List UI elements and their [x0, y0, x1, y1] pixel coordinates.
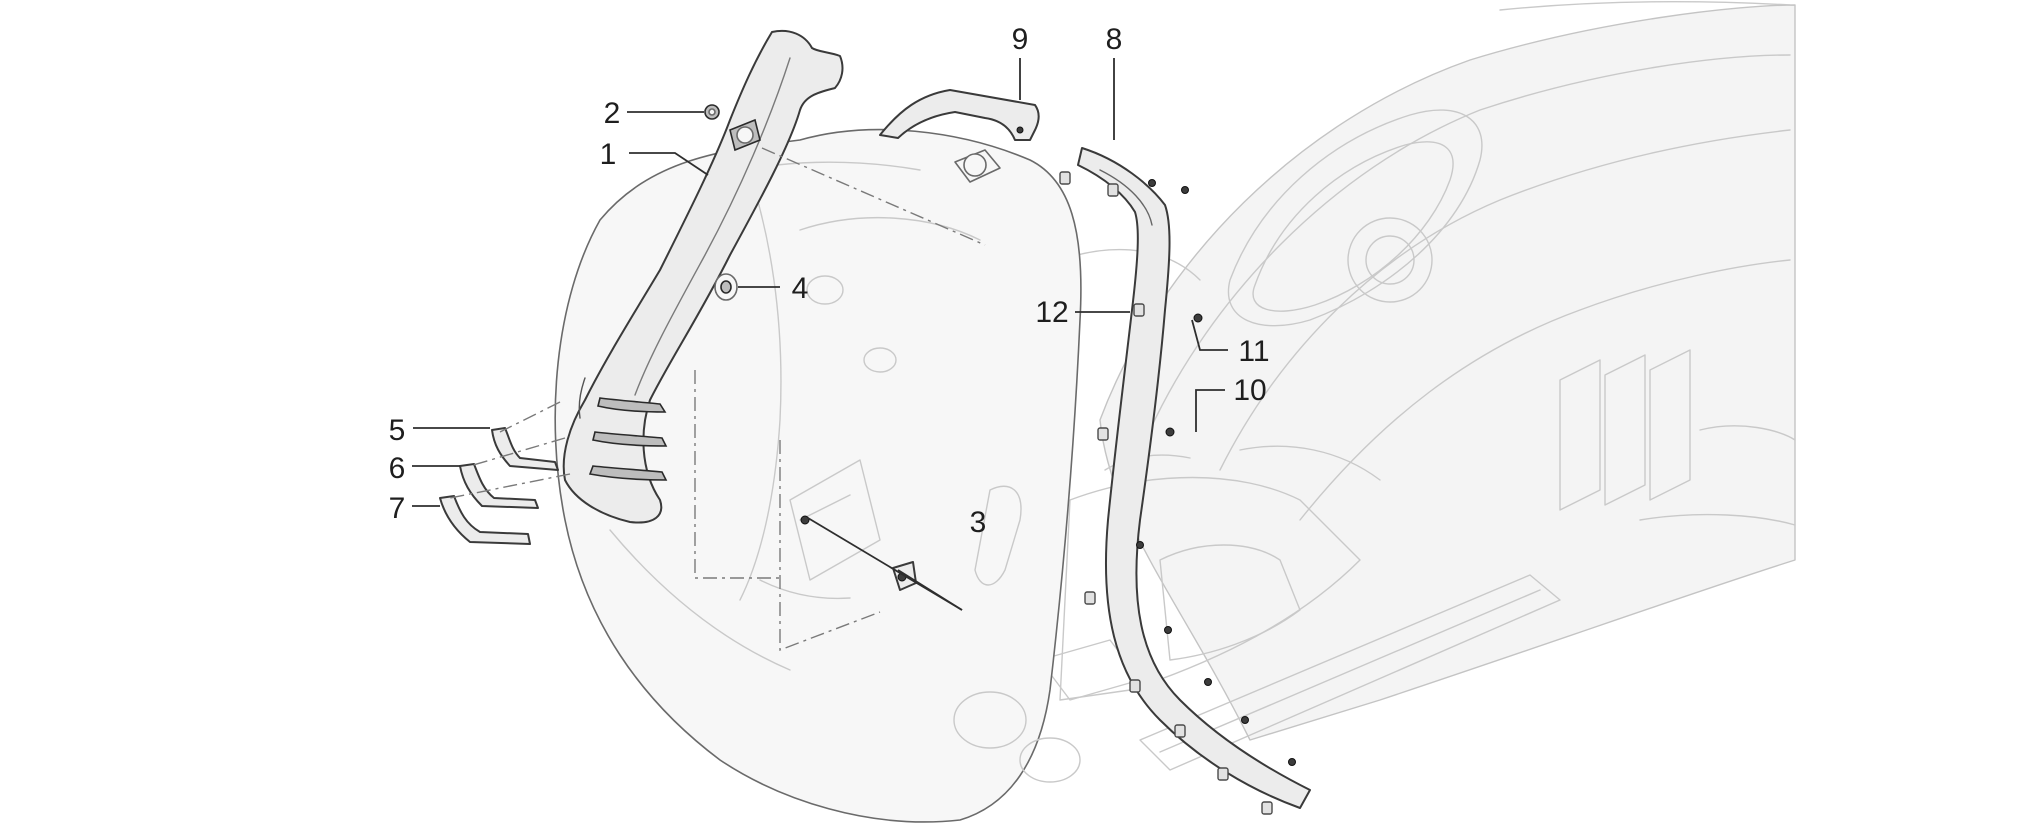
callout-7: 7: [389, 492, 406, 525]
part-1-front-panel: [562, 29, 844, 524]
callout-9: 9: [1012, 23, 1029, 56]
leader-lines: [412, 58, 1228, 611]
callout-1: 1: [600, 138, 617, 171]
part-6-grille-trim: [459, 463, 539, 509]
part-4-grommet: [714, 273, 738, 301]
alignment-lines: [449, 147, 986, 652]
callout-5: 5: [389, 414, 406, 447]
callout-4: 4: [792, 272, 809, 305]
edge-clips: [1059, 171, 1273, 815]
callout-3: 3: [970, 506, 987, 539]
callout-8: 8: [1106, 23, 1123, 56]
part-9-top-trim: [879, 89, 1040, 141]
callout-2: 2: [604, 97, 621, 130]
part-5-grille-trim: [491, 427, 559, 471]
callout-12: 12: [1035, 296, 1068, 329]
callout-labels: 1 2 3 4 5 6 7 8 9 10 11 12: [389, 23, 1270, 539]
part-7-grille-trim: [439, 495, 531, 545]
part-2-nut: [704, 104, 720, 120]
callout-6: 6: [389, 452, 406, 485]
callout-10: 10: [1233, 374, 1266, 407]
callout-11: 11: [1238, 335, 1269, 368]
